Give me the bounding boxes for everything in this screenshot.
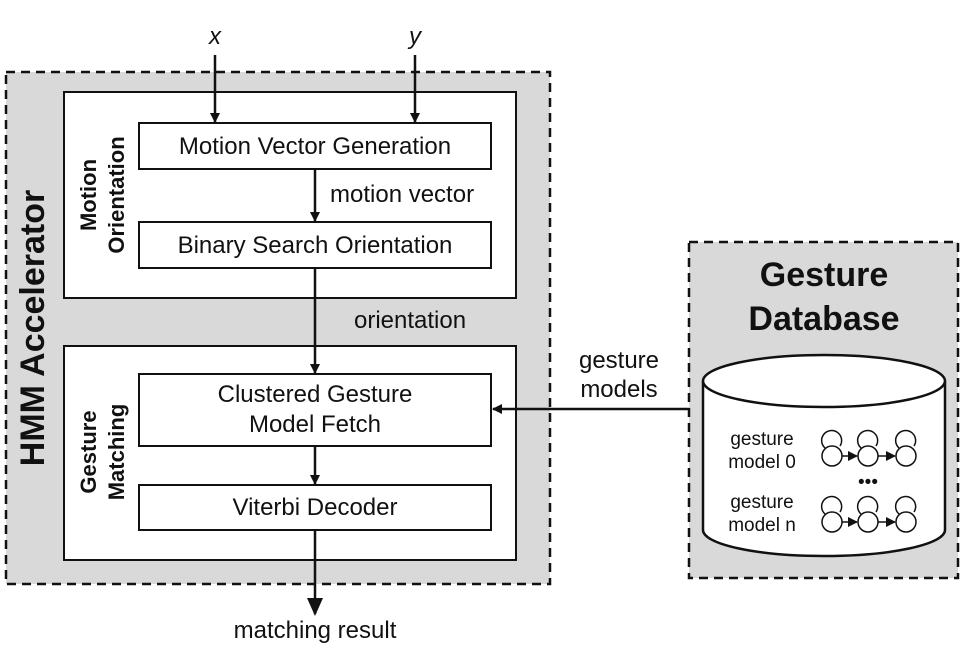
- motion-orientation-label-2: Orientation: [104, 136, 129, 253]
- viterbi-decoder-label: Viterbi Decoder: [233, 494, 398, 521]
- motion-orientation-label-1: Motion: [76, 159, 101, 231]
- binary-search-orientation-label: Binary Search Orientation: [178, 232, 453, 259]
- hmm-accelerator-title: HMM Accelerator: [14, 190, 52, 466]
- gesture-model-0-label-2: model 0: [728, 452, 796, 473]
- clustered-fetch-label-2: Model Fetch: [249, 411, 381, 438]
- gesture-models-label-1: gesture: [579, 347, 659, 374]
- clustered-fetch-label-1: Clustered Gesture: [218, 381, 413, 408]
- gesture-database-title-2: Database: [748, 300, 899, 338]
- hmm-state-chain-n-icon: [820, 495, 917, 533]
- gesture-model-0-label-1: gesture: [730, 429, 793, 450]
- gesture-model-ellipsis: •••: [858, 472, 878, 493]
- gesture-matching-label-2: Matching: [104, 404, 129, 501]
- gesture-models-label-2: models: [580, 376, 657, 403]
- input-y-label: y: [407, 23, 423, 50]
- gesture-model-n-label-1: gesture: [730, 492, 793, 513]
- matching-result-label: matching result: [234, 617, 397, 644]
- orientation-label: orientation: [354, 307, 466, 334]
- clustered-gesture-model-fetch-box: [138, 373, 492, 447]
- database-cylinder: [701, 353, 947, 558]
- viterbi-decoder-box: [138, 484, 492, 531]
- gesture-model-n-label-2: model n: [728, 515, 796, 536]
- hmm-state-chain-0-icon: [820, 429, 917, 467]
- binary-search-orientation-box: [138, 221, 492, 269]
- gesture-matching-label-1: Gesture: [76, 410, 101, 493]
- gesture-database-title-1: Gesture: [760, 256, 889, 294]
- motion-vector-generation-label: Motion Vector Generation: [179, 133, 451, 160]
- input-x-label: x: [208, 23, 222, 50]
- motion-vector-label: motion vector: [330, 181, 474, 208]
